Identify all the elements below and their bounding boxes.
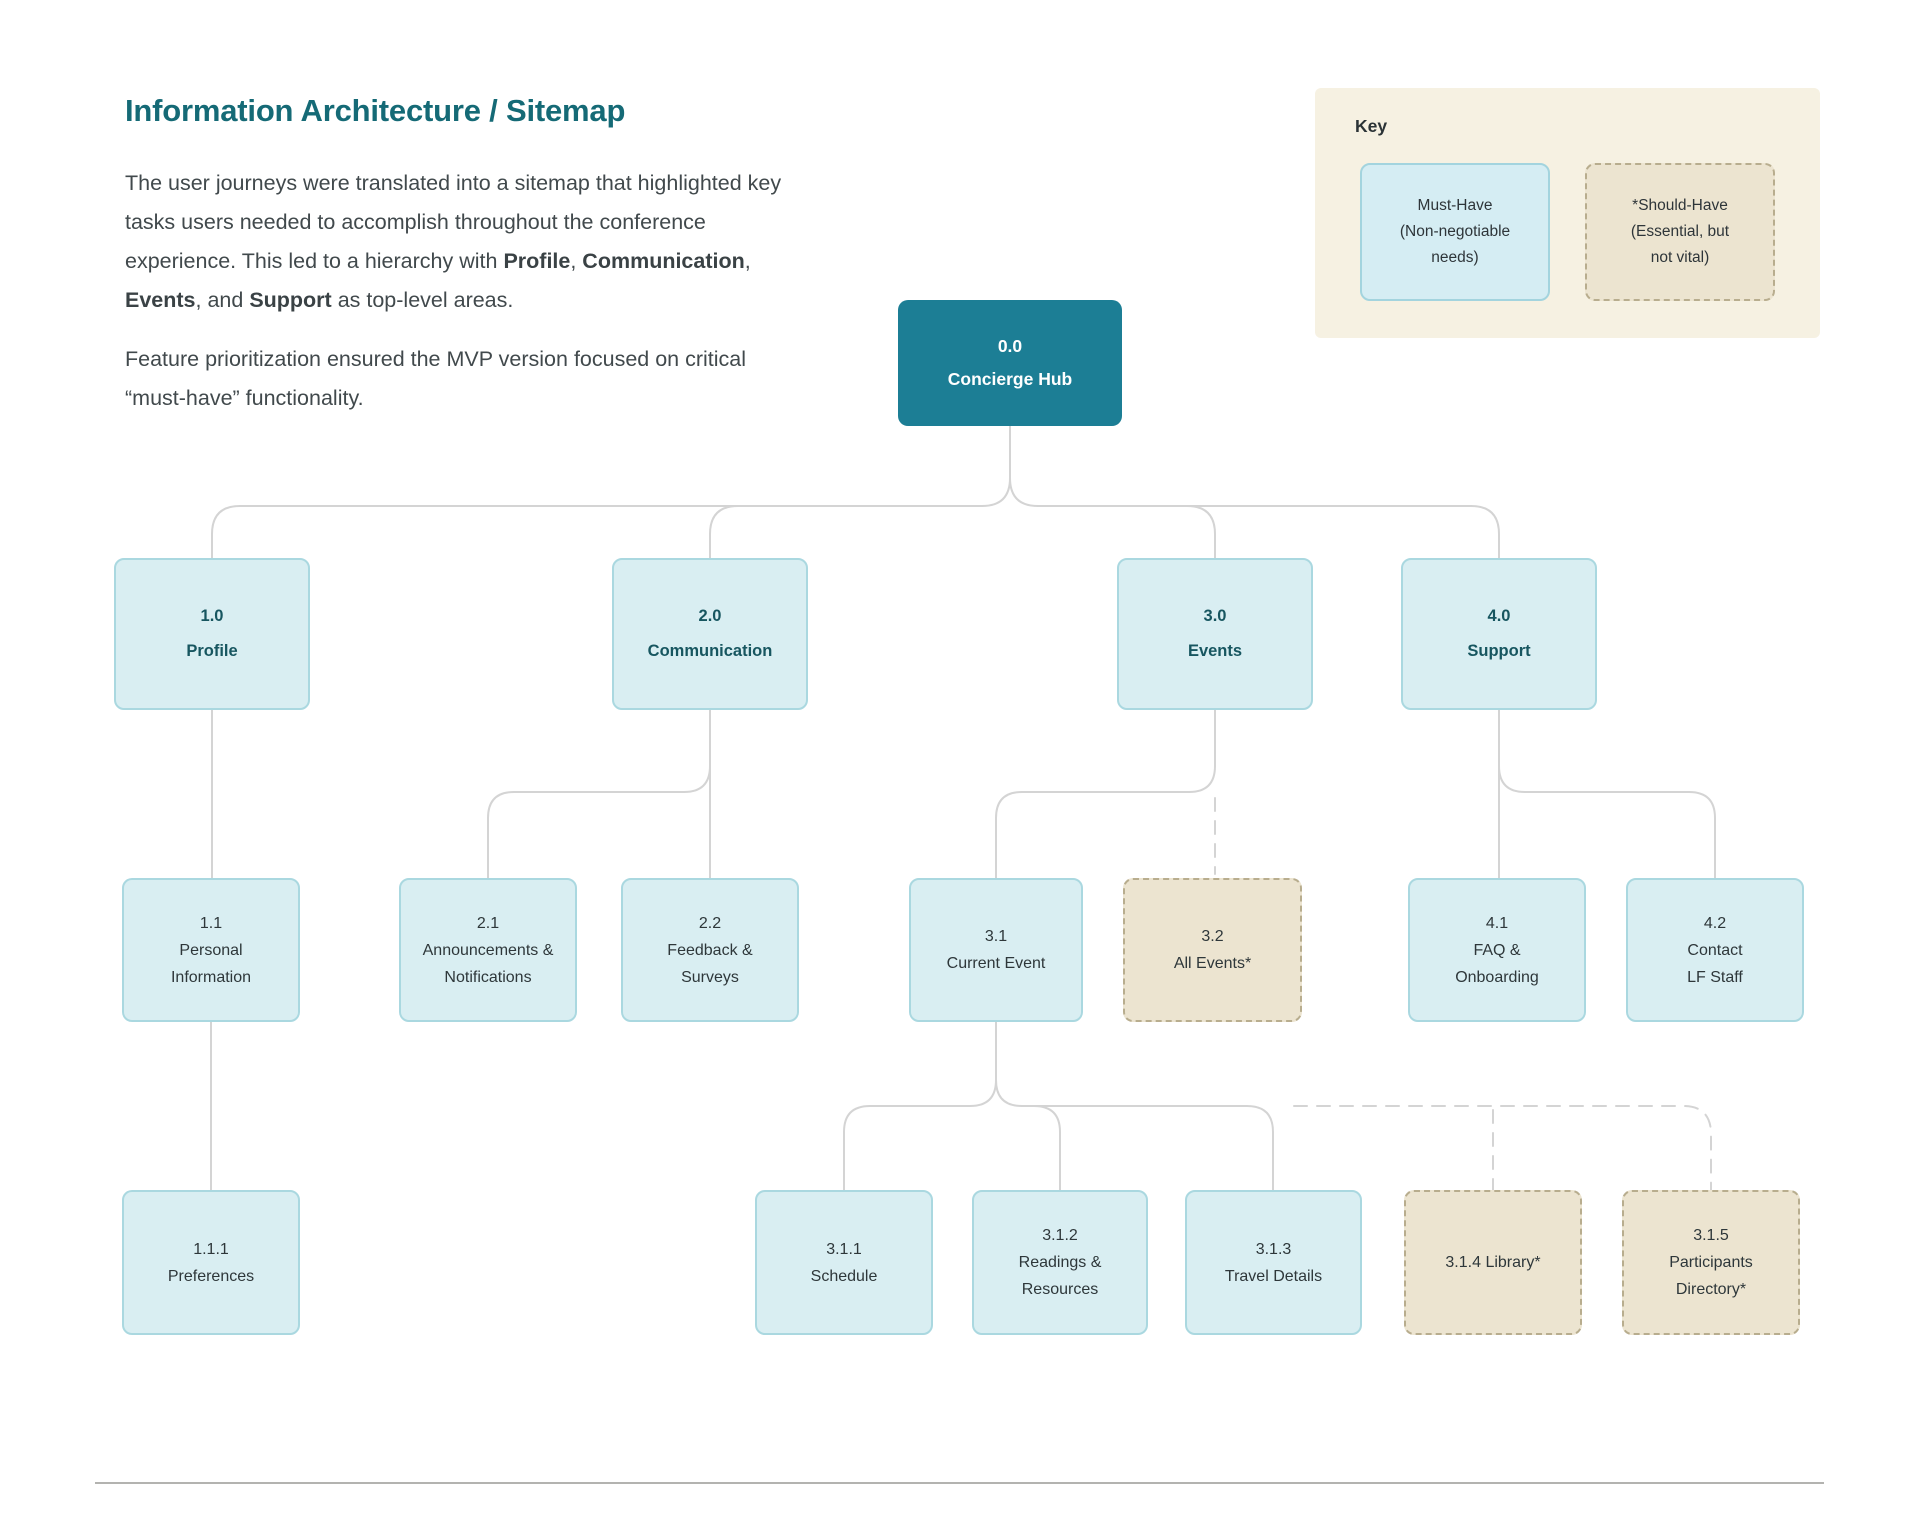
intro-text: The user journeys were translated into a…	[125, 170, 782, 273]
intro-bold-communication: Communication	[582, 248, 745, 273]
node-label-line: 4.1	[1485, 914, 1509, 932]
connector-communication-to-announcements	[487, 765, 711, 879]
node-label-line: Travel Details	[1224, 1267, 1323, 1285]
connector-drop-events	[1186, 505, 1216, 559]
node-2-1-announcements-notifications: 2.1 Announcements & Notifications	[399, 878, 577, 1022]
intro-bold-events: Events	[125, 287, 196, 312]
legend-label-line: needs)	[1431, 249, 1479, 266]
connector-root-left-rail	[211, 477, 1011, 559]
node-label-line: Schedule	[810, 1267, 878, 1285]
node-0-0-concierge-hub: 0.0 Concierge Hub	[898, 300, 1122, 426]
node-label-line: 2.2	[698, 914, 722, 932]
legend-must-have: Must-Have (Non-negotiable needs)	[1360, 163, 1550, 301]
node-label-line: 1.1.1	[193, 1240, 229, 1258]
node-label-line: Onboarding	[1455, 968, 1539, 986]
connector-dashed-rail-to-participants	[1293, 1105, 1712, 1191]
node-label-line: Preferences	[167, 1267, 255, 1285]
node-label-line: Notifications	[444, 968, 532, 986]
node-label-line: Readings &	[1018, 1254, 1102, 1271]
node-3-0-events: 3.0 Events	[1117, 558, 1313, 710]
node-label-line: Participants	[1669, 1254, 1753, 1271]
node-3-1-4-library: 3.1.4 Library*	[1404, 1190, 1582, 1335]
node-label-line: 3.1.1	[826, 1240, 862, 1258]
node-1-0-profile: 1.0 Profile	[114, 558, 310, 710]
node-label-line: Communication	[647, 642, 773, 660]
legend-should-have: *Should-Have (Essential, but not vital)	[1585, 163, 1775, 301]
connector-current-event-to-schedule	[843, 1079, 997, 1191]
node-label-line: 3.1.4 Library*	[1445, 1254, 1541, 1271]
node-label-line: Personal	[179, 941, 243, 959]
intro-bold-profile: Profile	[503, 248, 571, 273]
node-label-line: Directory*	[1675, 1281, 1747, 1298]
legend-label-line: *Should-Have	[1632, 197, 1728, 214]
connector-drop-readings	[1033, 1105, 1061, 1191]
node-label-line: Current Event	[946, 955, 1046, 972]
node-label-line: Concierge Hub	[947, 369, 1073, 389]
intro-text: ,	[744, 248, 751, 273]
legend-label-line: Must-Have	[1417, 197, 1493, 214]
node-label-line: 0.0	[997, 336, 1023, 356]
node-2-0-communication: 2.0 Communication	[612, 558, 808, 710]
node-label-line: Announcements &	[422, 941, 554, 959]
node-3-2-all-events: 3.2 All Events*	[1123, 878, 1302, 1022]
connector-root-right-rail	[1009, 477, 1500, 559]
node-label-line: Profile	[186, 642, 238, 660]
node-label-line: Feedback &	[667, 941, 753, 959]
node-label-line: 4.2	[1703, 914, 1727, 932]
node-label-line: 3.1.5	[1693, 1227, 1729, 1244]
node-label-line: Information	[170, 968, 252, 986]
legend-label-line: not vital)	[1650, 249, 1710, 266]
node-label-line: 3.0	[1203, 607, 1227, 625]
legend-heading: Key	[1355, 116, 1388, 136]
intro-text: ,	[570, 248, 583, 273]
node-label-line: 3.1	[984, 928, 1008, 945]
node-label-line: Support	[1467, 642, 1531, 660]
intro-paragraph-2: Feature prioritization ensured the MVP v…	[125, 346, 747, 410]
intro-paragraph-1: The user journeys were translated into a…	[125, 164, 790, 320]
node-label-line: 4.0	[1487, 607, 1511, 625]
intro-bold-support: Support	[249, 287, 332, 312]
connector-drop-communication	[709, 505, 739, 559]
node-label-line: Contact	[1687, 941, 1743, 959]
node-1-1-1-preferences: 1.1.1 Preferences	[122, 1190, 300, 1335]
node-2-2-feedback-surveys: 2.2 Feedback & Surveys	[621, 878, 799, 1022]
page-title: Information Architecture / Sitemap	[125, 92, 626, 128]
node-label-line: All Events*	[1173, 955, 1252, 972]
node-3-1-1-schedule: 3.1.1 Schedule	[755, 1190, 933, 1335]
node-3-1-current-event: 3.1 Current Event	[909, 878, 1083, 1022]
node-label-line: Surveys	[681, 968, 739, 986]
intro-text: , and	[195, 287, 250, 312]
node-label-line: LF Staff	[1687, 968, 1743, 986]
node-4-2-contact-lf-staff: 4.2 Contact LF Staff	[1626, 878, 1804, 1022]
legend-panel: Key Must-Have (Non-negotiable needs) *Sh…	[1315, 88, 1820, 338]
node-3-1-2-readings-resources: 3.1.2 Readings & Resources	[972, 1190, 1148, 1335]
footer-divider	[95, 1482, 1824, 1484]
node-1-1-personal-information: 1.1 Personal Information	[122, 878, 300, 1022]
legend-label-line: (Essential, but	[1630, 223, 1730, 240]
node-label-line: FAQ &	[1473, 941, 1521, 959]
node-3-1-5-participants-directory: 3.1.5 Participants Directory*	[1622, 1190, 1800, 1335]
node-label-line: Events	[1187, 642, 1243, 660]
connector-support-to-contact	[1498, 765, 1716, 879]
node-label-line: 3.1.3	[1255, 1240, 1292, 1258]
node-label-line: 1.1	[199, 914, 223, 932]
node-label-line: 2.1	[476, 914, 500, 932]
connector-current-event-to-travel	[995, 1079, 1274, 1191]
node-3-1-3-travel-details: 3.1.3 Travel Details	[1185, 1190, 1362, 1335]
node-label-line: 2.0	[698, 607, 722, 625]
node-label-line: 3.1.2	[1042, 1227, 1078, 1244]
intro-text: as top-level areas.	[331, 287, 514, 312]
node-label-line: 3.2	[1201, 928, 1224, 945]
node-4-1-faq-onboarding: 4.1 FAQ & Onboarding	[1408, 878, 1586, 1022]
node-label-line: 1.0	[200, 607, 224, 625]
connector-events-to-current-event	[995, 709, 1216, 879]
node-4-0-support: 4.0 Support	[1401, 558, 1597, 710]
legend-label-line: (Non-negotiable	[1399, 223, 1511, 240]
node-label-line: Resources	[1021, 1281, 1099, 1298]
